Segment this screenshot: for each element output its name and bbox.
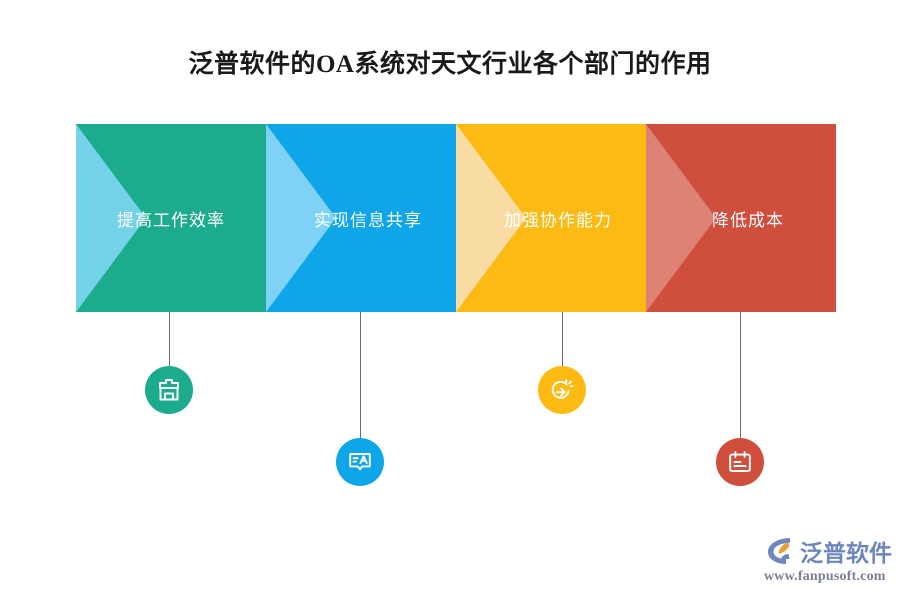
process-segment-3[interactable]: 加强协作能力 — [456, 124, 646, 312]
connector-stem-4 — [740, 312, 741, 438]
fanpu-logo-mark-icon — [768, 538, 790, 564]
segment-icon-badge-1[interactable] — [145, 366, 193, 414]
segment-icon-badge-3[interactable] — [538, 366, 586, 414]
translate-chat-icon — [349, 453, 371, 471]
process-segment-2-label: 实现信息共享 — [314, 210, 422, 230]
process-segment-4-label: 降低成本 — [712, 210, 784, 230]
connector-stem-2 — [360, 312, 361, 438]
connector-stem-3 — [562, 312, 563, 366]
chevron-process-bar: 提高工作效率 实现信息共享 加强协作能力 降低成本 — [76, 124, 836, 312]
process-segment-3-label: 加强协作能力 — [504, 210, 612, 230]
process-segment-2[interactable]: 实现信息共享 — [266, 124, 456, 312]
process-segment-4[interactable]: 降低成本 — [646, 124, 836, 312]
segment-icon-badge-4[interactable] — [716, 438, 764, 486]
growth-boost-icon — [551, 378, 574, 399]
brand-logo-row: 泛普软件 — [764, 534, 892, 568]
brand-url: www.fanpusoft.com — [764, 569, 886, 584]
brand-name: 泛普软件 — [800, 541, 892, 566]
store-icon — [159, 379, 179, 401]
brand-logo: 泛普软件 www.fanpusoft.com — [764, 534, 892, 590]
calendar-icon — [729, 451, 751, 472]
segment-icon-badge-2[interactable] — [336, 438, 384, 486]
connector-stem-1 — [169, 312, 170, 366]
process-segment-1-label: 提高工作效率 — [117, 210, 225, 230]
process-segment-1[interactable]: 提高工作效率 — [76, 124, 266, 312]
page-title: 泛普软件的OA系统对天文行业各个部门的作用 — [188, 51, 712, 78]
